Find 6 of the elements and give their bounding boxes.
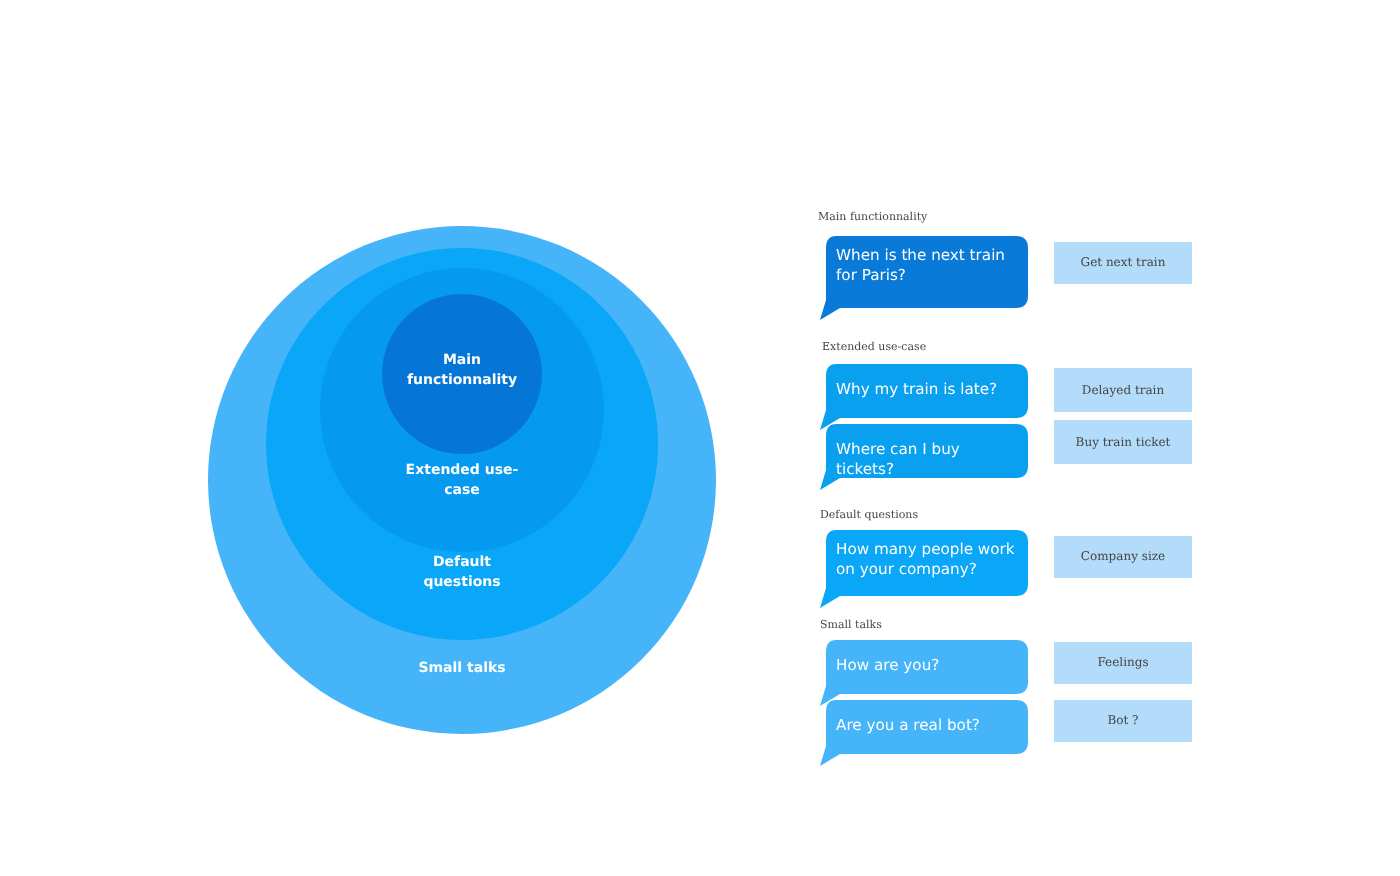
chat-bubble xyxy=(820,364,1028,430)
chat-bubble xyxy=(820,424,1028,490)
chat-bubble xyxy=(820,530,1028,608)
chat-bubble xyxy=(820,700,1028,766)
chat-bubble xyxy=(820,236,1028,320)
chat-bubble xyxy=(820,640,1028,706)
